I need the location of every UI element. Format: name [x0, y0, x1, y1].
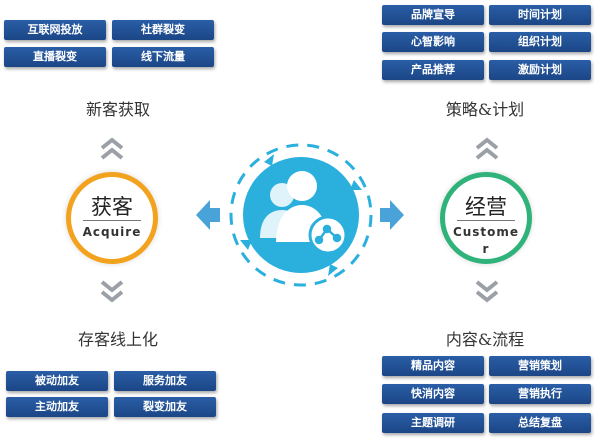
tag-incentive-plan: 激励计划 — [489, 60, 591, 80]
tag-brand-promotion: 品牌宣导 — [382, 5, 484, 25]
chevron-down-icon — [100, 280, 124, 303]
divider — [457, 220, 515, 221]
label-existing-customers-online: 存客线上化 — [77, 330, 158, 349]
tag-organization-plan: 组织计划 — [489, 32, 591, 52]
customer-subtitle: Customer — [452, 225, 520, 256]
tag-topic-research: 主题调研 — [382, 413, 484, 433]
label-content-process: 内容&流程 — [445, 330, 525, 349]
tag-active-add-friends: 主动加友 — [6, 397, 108, 417]
arrow-left-icon — [196, 200, 220, 230]
customer-title: 经营 — [465, 195, 507, 219]
tag-service-add-friends: 服务加友 — [114, 371, 216, 391]
tag-fission-add-friends: 裂变加友 — [114, 397, 216, 417]
acquire-subtitle: Acquire — [82, 225, 142, 239]
tag-product-recommend: 产品推荐 — [382, 60, 484, 80]
tag-marketing-execution: 营销执行 — [489, 384, 591, 404]
label-new-customer-acquisition: 新客获取 — [85, 100, 150, 119]
center-hub — [229, 143, 373, 287]
orbit-ring — [229, 143, 373, 287]
tag-community-fission: 社群裂变 — [112, 20, 214, 40]
tag-time-plan: 时间计划 — [489, 5, 591, 25]
divider — [83, 220, 141, 221]
tag-fast-content: 快消内容 — [382, 384, 484, 404]
label-strategy-plan: 策略&计划 — [445, 100, 525, 119]
chevron-down-icon — [475, 280, 499, 303]
tag-internet-ads: 互联网投放 — [4, 20, 106, 40]
tag-summary-review: 总结复盘 — [489, 413, 591, 433]
customer-circle: 经营 Customer — [440, 172, 532, 264]
tag-mind-influence: 心智影响 — [382, 32, 484, 52]
users-network-icon — [260, 171, 348, 255]
tag-livestream-fission: 直播裂变 — [4, 47, 106, 67]
chevron-up-icon — [100, 137, 124, 160]
tag-premium-content: 精品内容 — [382, 356, 484, 376]
tag-passive-add-friends: 被动加友 — [6, 371, 108, 391]
acquire-circle: 获客 Acquire — [66, 172, 158, 264]
tag-offline-traffic: 线下流量 — [112, 47, 214, 67]
arrow-right-icon — [380, 200, 404, 230]
tag-marketing-planning: 营销策划 — [489, 356, 591, 376]
acquire-title: 获客 — [91, 195, 133, 219]
chevron-up-icon — [475, 137, 499, 160]
